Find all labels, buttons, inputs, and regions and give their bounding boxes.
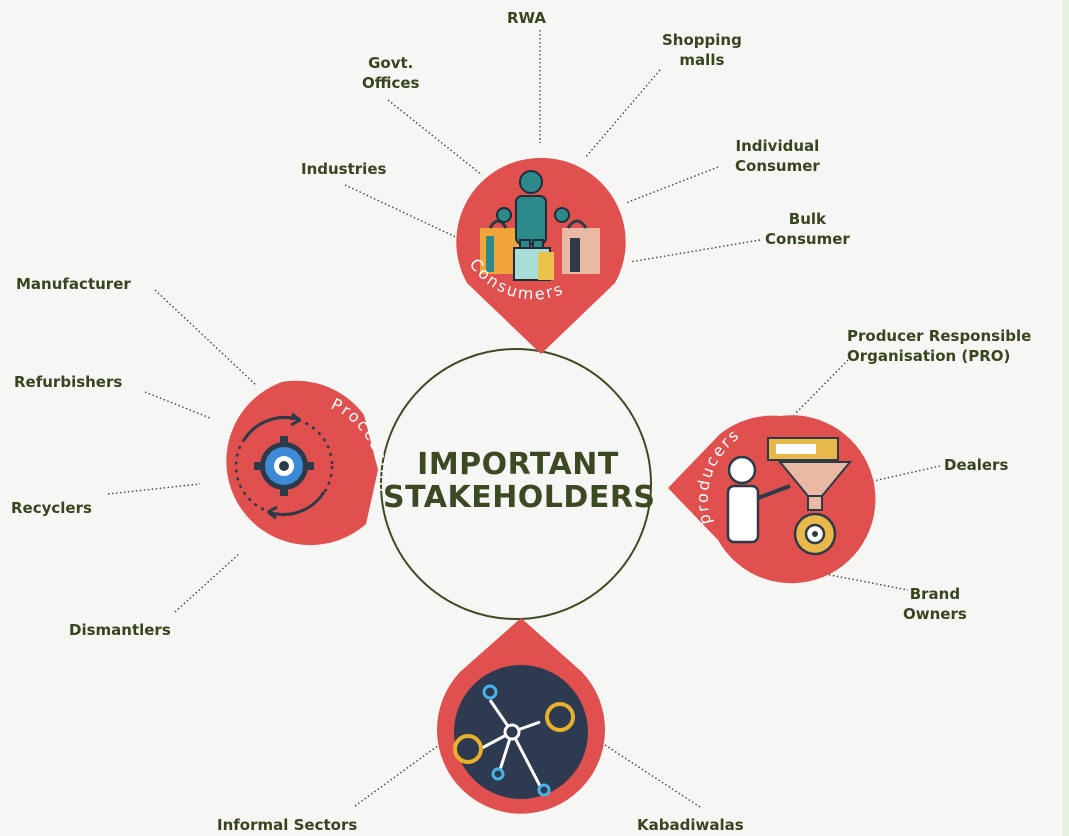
connector-manufacturer: [154, 289, 257, 386]
label-refurbishers: Refurbishers: [14, 373, 123, 391]
processing-hub: Processing: [226, 380, 392, 546]
shopping-people-icon: [480, 170, 600, 281]
informal-hub-inner: [454, 665, 588, 799]
connector-refurbishers: [144, 391, 211, 419]
connector-brand-owners: [824, 573, 909, 591]
connector-industries: [344, 184, 459, 239]
gear-cycle-icon: [234, 412, 334, 520]
connector-govt-offices: [387, 99, 483, 176]
consumers-hub: Consumers: [456, 157, 626, 354]
label-shopping-malls: Shopping malls: [662, 31, 742, 69]
connector-bulk-consumer: [629, 239, 761, 263]
label-manufacturer: Manufacturer: [16, 275, 131, 293]
connector-shopping-malls: [584, 69, 661, 159]
center-circle: [380, 348, 652, 620]
label-brand-owners: Brand Owners: [903, 585, 967, 623]
connector-recyclers: [107, 483, 201, 495]
right-edge-strip: [1063, 0, 1069, 836]
label-govt-offices: Govt. Offices: [362, 54, 420, 92]
worker-funnel-gear-icon: [726, 437, 853, 556]
label-pro: Producer Responsible Organisation (PRO): [847, 327, 1032, 365]
label-dismantlers: Dismantlers: [69, 621, 171, 639]
connector-informal-sectors: [354, 741, 444, 807]
connector-dismantlers: [174, 552, 241, 613]
network-nodes-icon: [453, 684, 575, 797]
label-individual-consumer: Individual Consumer: [735, 137, 820, 175]
label-kabadiwalas: Kabadiwalas: [637, 816, 744, 834]
label-industries: Industries: [301, 160, 387, 178]
diagram-title: IMPORTANT STAKEHOLDERS: [383, 447, 656, 515]
connector-kabadiwalas: [604, 744, 701, 808]
connector-pro: [794, 359, 849, 415]
connector-individual-consumer: [625, 166, 719, 204]
label-dealers: Dealers: [944, 456, 1009, 474]
label-rwa: RWA: [507, 9, 547, 27]
label-recyclers: Recyclers: [11, 499, 92, 517]
informal-hub: [437, 618, 605, 814]
producers-hub: producers: [668, 415, 876, 584]
label-bulk-consumer: Bulk Consumer: [765, 210, 850, 248]
label-informal-sectors: Informal Sectors: [217, 816, 358, 834]
